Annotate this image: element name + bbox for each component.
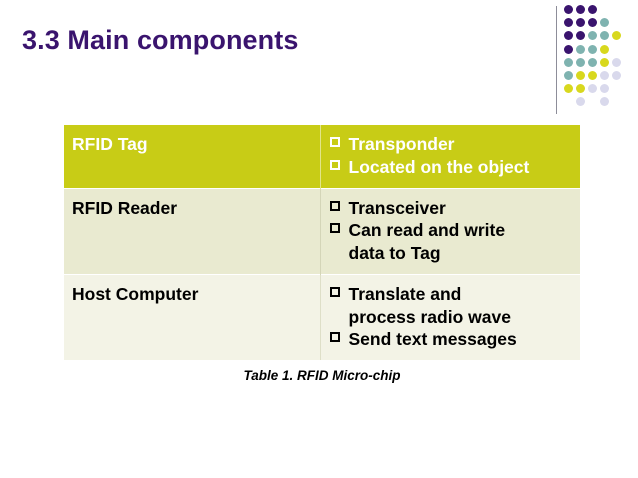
deco-dot-yellow	[564, 84, 573, 94]
empty-checkbox-bullet-icon	[329, 286, 340, 297]
list-item-text: Can read and write	[348, 220, 506, 241]
term-label: RFID Reader	[72, 197, 178, 218]
list-item-text: Transceiver	[348, 197, 446, 218]
empty-checkbox-bullet-icon	[329, 332, 340, 343]
deco-dot-yellow	[600, 44, 609, 54]
deco-dot-lavender	[576, 97, 585, 107]
deco-dot-purple	[564, 44, 573, 54]
deco-dot-teal	[588, 57, 597, 67]
deco-dot-yellow	[612, 31, 621, 41]
table-caption: Table 1. RFID Micro-chip	[243, 368, 401, 383]
deco-dot-lavender	[600, 71, 609, 80]
term-label: RFID Tag	[72, 134, 148, 154]
table-cell-term: RFID Reader	[64, 187, 320, 275]
deco-dot-purple	[576, 5, 585, 14]
empty-checkbox-bullet-icon	[329, 159, 340, 170]
deco-dot-lavender	[600, 84, 609, 94]
list-item-text: Send text messages	[348, 329, 517, 350]
deco-dot-teal	[600, 31, 609, 41]
list-item-text: Translate and	[348, 283, 462, 304]
deco-dot-purple	[564, 18, 573, 28]
empty-checkbox-bullet-icon	[329, 200, 340, 211]
deco-dot-lavender	[612, 57, 621, 67]
term-label: Host Computer	[72, 283, 199, 304]
deco-dot-yellow	[588, 71, 597, 80]
deco-dot-teal	[588, 31, 597, 41]
deco-dot-teal	[600, 18, 609, 28]
list-item-text: Located on the object	[348, 156, 530, 177]
deco-dot-teal	[564, 57, 573, 67]
deco-dot-lavender	[612, 71, 621, 80]
deco-dot-purple	[588, 5, 597, 14]
empty-checkbox-bullet-icon	[329, 137, 340, 147]
deco-dot-teal	[576, 57, 585, 67]
deco-dot-yellow	[576, 71, 585, 80]
deco-dot-purple	[564, 31, 573, 41]
list-item: Send text messages	[329, 328, 581, 351]
deco-dot-lavender	[600, 97, 609, 107]
dot-grid-motif	[564, 5, 638, 117]
list-item: Located on the object	[329, 156, 581, 179]
deco-dot-yellow	[600, 57, 609, 67]
deco-dot-purple	[588, 18, 597, 28]
list-item: Transponder	[329, 133, 581, 156]
table-cell-term: RFID Tag	[64, 125, 320, 188]
deco-dot-yellow	[576, 84, 585, 94]
list-item: Transceiver	[329, 197, 581, 220]
deco-dot-purple	[576, 31, 585, 41]
table-cell-term: Host Computer	[64, 273, 320, 360]
deco-dot-purple	[576, 18, 585, 28]
list-item-text: data to Tag	[348, 243, 441, 263]
deco-dot-teal	[576, 44, 585, 54]
page-title: 3.3 Main components	[22, 25, 299, 55]
deco-dot-lavender	[588, 84, 597, 94]
list-item-text: process radio wave	[348, 306, 511, 327]
decorative-vertical-rule	[556, 6, 557, 114]
deco-dot-teal	[564, 71, 573, 80]
empty-checkbox-bullet-icon	[329, 223, 340, 234]
list-item-text: Transponder	[348, 134, 455, 154]
deco-dot-purple	[564, 5, 573, 14]
deco-dot-teal	[588, 44, 597, 54]
